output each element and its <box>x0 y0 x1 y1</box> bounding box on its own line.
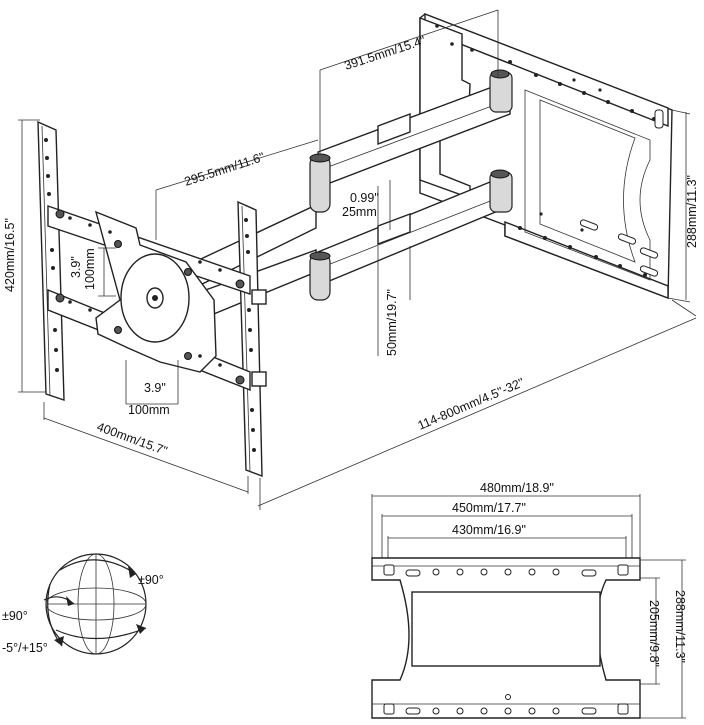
plate-width-3-label: 430mm/16.9" <box>452 523 526 537</box>
dimension-lines <box>18 9 697 510</box>
tube-diameter-in-label: 0.99" <box>350 191 379 205</box>
wall-plate-front-view <box>371 494 686 719</box>
plate-height-outer-label: 288mm/11.3" <box>673 590 687 663</box>
arm-inner-label: 295.5mm/11.6" <box>183 150 267 189</box>
tube-gap-label: 50mm/19.7" <box>385 289 399 356</box>
plate-width-1-label: 480mm/18.9" <box>480 481 554 495</box>
hole-spacing-v-mm-label: 100mm <box>83 248 97 290</box>
tilt-label: -5°/+15° <box>2 641 48 655</box>
swivel-label: ±90° <box>138 573 164 587</box>
wall-plate-perspective <box>419 12 673 300</box>
vesa-height-label: 420mm/16.5" <box>3 218 17 292</box>
arm-length-label: 391.5mm/15.4" <box>343 33 428 72</box>
motion-sphere-icon <box>43 553 147 655</box>
plate-width-2-label: 450mm/17.7" <box>452 501 526 515</box>
rotate-label: ±90° <box>2 609 28 623</box>
tube-diameter-mm-label: 25mm <box>342 205 377 219</box>
extension-label: 114-800mm/4.5''-32'' <box>416 375 527 433</box>
plate-height-inner-label: 205mm/9.8" <box>647 600 661 667</box>
hole-spacing-h-mm-label: 100mm <box>128 403 170 417</box>
vesa-width-label: 400mm/15.7" <box>95 420 169 458</box>
tv-bracket <box>37 120 267 478</box>
wall-plate-height-label: 288mm/11.3" <box>685 175 699 248</box>
hole-spacing-h-in-label: 3.9" <box>144 381 166 395</box>
hole-spacing-v-in-label: 3.9" <box>69 256 83 278</box>
